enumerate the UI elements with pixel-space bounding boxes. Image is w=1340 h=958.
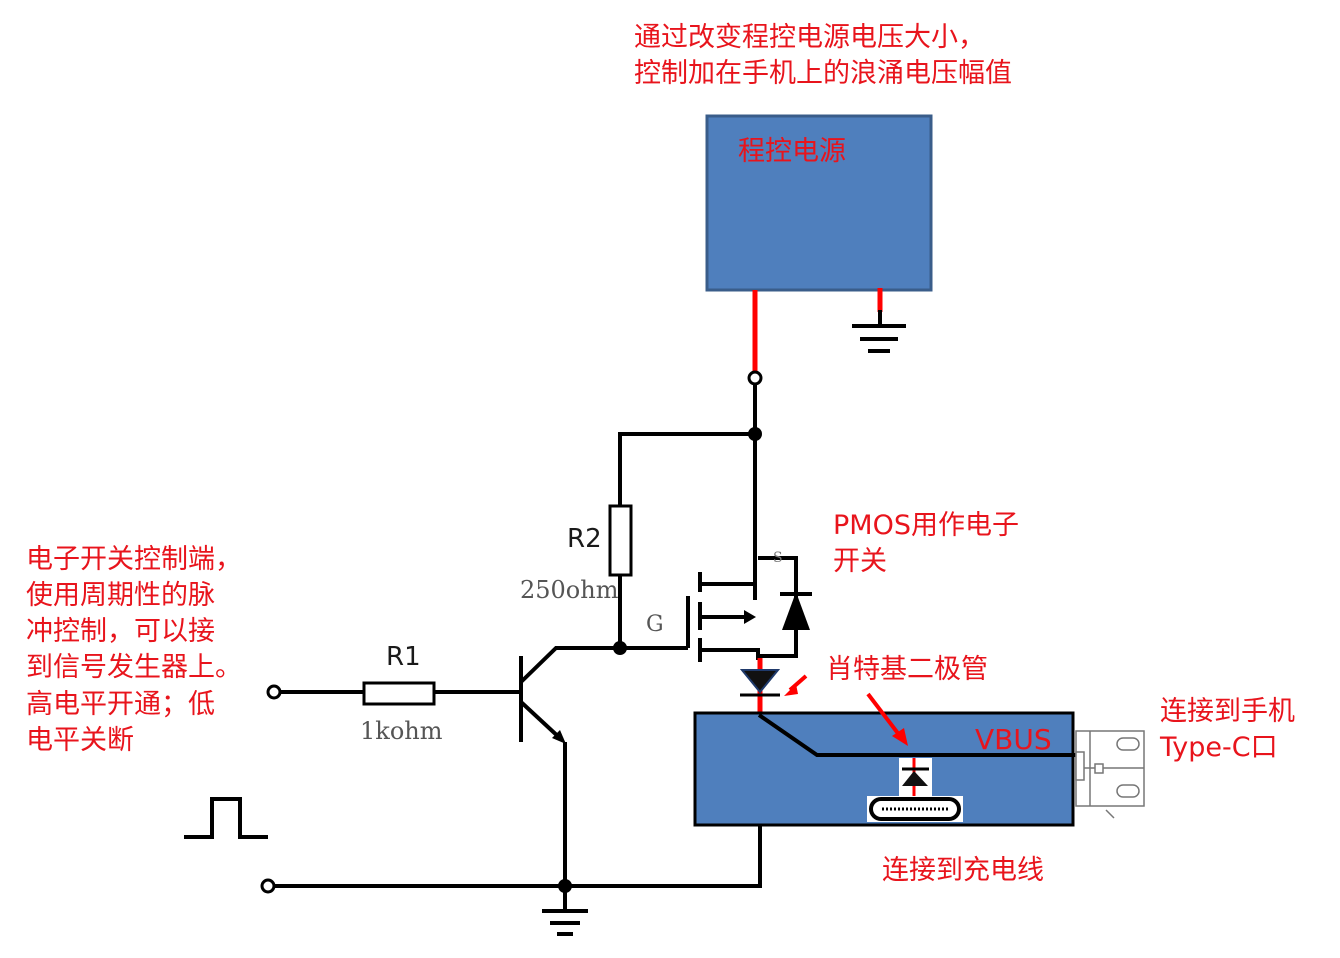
type-c-plug-icon [1075,730,1145,819]
schottky-diode-external [739,669,781,694]
input-terminal-ground [260,878,276,894]
arrowhead-schottky-internal [892,728,908,746]
phone-note-line-1: 连接到手机 [1160,696,1295,727]
ground-symbol-supply [852,310,906,353]
r2-name-label: R2 [567,524,602,554]
junction-dot-gate [613,641,627,655]
vbus-trace [757,713,1080,757]
top-note-line-2: 控制加在手机上的浪涌电压幅值 [634,58,1012,89]
schottky-diode-internal [902,771,928,786]
pulse-waveform-icon [184,797,268,839]
arrow-to-schottky-internal [866,692,902,738]
ground-symbol-main [542,886,588,936]
supply-terminal [747,370,763,386]
arrowhead-schottky-external [784,684,798,696]
pmos-note-line-1: PMOS用作电子 [833,510,1019,541]
control-note-line-3: 冲控制，可以接 [26,616,215,647]
ground-rail-wire [274,825,762,888]
control-note-line-2: 使用周期性的脉 [26,580,215,611]
resistor-r1 [362,681,436,706]
power-supply-label: 程控电源 [738,136,846,167]
npn-transistor [519,646,567,886]
r1-value-label: 1kohm [360,717,443,745]
control-note-line-6: 电平关断 [26,725,134,756]
pmos-note-line-2: 开关 [833,546,887,577]
vbus-label: VBUS [975,723,1052,756]
schottky-note: 肖特基二极管 [826,654,988,685]
mosfet-source-label: S [773,550,783,566]
input-terminal-signal [266,684,282,700]
npn-emitter-arrow [552,730,566,744]
cable-note: 连接到充电线 [882,855,1044,886]
r2-top-wire [618,432,755,506]
resistor-r2 [608,504,633,577]
r1-name-label: R1 [386,642,421,672]
pmos-body-diode [758,556,812,658]
phone-note-line-2: Type-C口 [1160,732,1278,763]
mosfet-gate-label: G [646,612,664,637]
junction-dot-top [748,427,762,441]
control-note-line-4: 到信号发生器上。 [26,652,242,683]
power-supply-block [705,114,933,292]
top-note-line-1: 通过改变程控电源电压大小， [634,22,985,53]
pmos-arrow [744,610,756,624]
pmos-transistor [686,572,760,662]
r2-value-label: 250ohm [520,576,619,604]
control-note-line-1: 电子开关控制端， [26,544,242,575]
control-note-line-5: 高电平开通；低 [26,689,215,720]
